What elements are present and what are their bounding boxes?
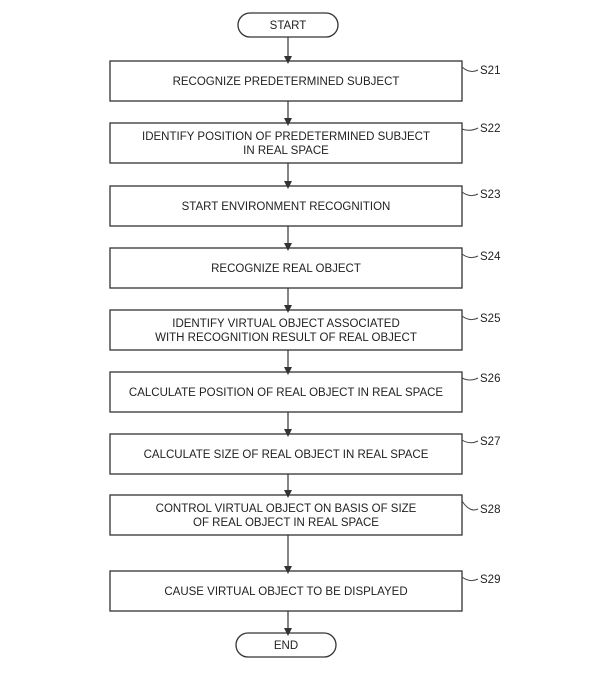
step-leader-line (461, 377, 479, 381)
step-text: RECOGNIZE REAL OBJECT (211, 263, 361, 275)
step-box (109, 494, 463, 536)
step-text: CONTROL VIRTUAL OBJECT ON BASIS OF SIZE (156, 503, 417, 515)
process-step-s22: IDENTIFY POSITION OF PREDETERMINED SUBJE… (109, 122, 500, 164)
step-text: CALCULATE POSITION OF REAL OBJECT IN REA… (129, 387, 444, 399)
end-label: END (274, 640, 298, 652)
start-terminal: START (237, 12, 339, 38)
step-text: WITH RECOGNITION RESULT OF REAL OBJECT (155, 332, 417, 344)
process-steps: RECOGNIZE PREDETERMINED SUBJECT S21IDENTI… (109, 60, 501, 612)
step-box (109, 433, 463, 475)
process-step-s27: CALCULATE SIZE OF REAL OBJECT IN REAL SP… (109, 433, 500, 475)
step-box (109, 309, 463, 351)
step-number: S22 (480, 123, 500, 135)
step-number: S24 (480, 251, 501, 263)
process-step-s29: CAUSE VIRTUAL OBJECT TO BE DISPLAYED S29 (109, 570, 500, 612)
step-box (109, 247, 463, 289)
step-leader-line (461, 253, 479, 259)
step-leader-line (461, 66, 479, 72)
step-number: S27 (480, 436, 500, 448)
step-box (109, 122, 463, 164)
step-leader-line (461, 500, 479, 511)
step-number: S23 (480, 189, 500, 201)
step-text: IDENTIFY VIRTUAL OBJECT ASSOCIATED (172, 318, 400, 330)
process-step-s24: RECOGNIZE REAL OBJECT S24 (109, 247, 501, 289)
step-number: S29 (480, 574, 500, 586)
process-step-s25: IDENTIFY VIRTUAL OBJECT ASSOCIATED WITH R… (109, 309, 500, 351)
step-text: IDENTIFY POSITION OF PREDETERMINED SUBJE… (142, 131, 430, 143)
step-text: RECOGNIZE PREDETERMINED SUBJECT (173, 76, 400, 88)
step-leader-line (461, 127, 479, 131)
step-number: S28 (480, 504, 500, 516)
step-text: OF REAL OBJECT IN REAL SPACE (193, 517, 379, 529)
step-text: CAUSE VIRTUAL OBJECT TO BE DISPLAYED (164, 586, 407, 598)
process-step-s23: START ENVIRONMENT RECOGNITION S23 (109, 185, 500, 227)
step-leader-line (461, 439, 479, 444)
step-box (109, 185, 463, 227)
step-number: S26 (480, 373, 500, 385)
step-number: S21 (480, 65, 500, 77)
step-leader-line (461, 191, 479, 197)
step-box (109, 570, 463, 612)
start-label: START (270, 20, 307, 32)
process-step-s26: CALCULATE POSITION OF REAL OBJECT IN REA… (109, 371, 500, 413)
process-step-s28: CONTROL VIRTUAL OBJECT ON BASIS OF SIZE O… (109, 494, 500, 536)
step-text: IN REAL SPACE (243, 145, 329, 157)
step-leader-line (461, 315, 479, 321)
step-leader-line (461, 576, 479, 582)
step-text: CALCULATE SIZE OF REAL OBJECT IN REAL SP… (144, 449, 429, 461)
step-number: S25 (480, 313, 500, 325)
process-step-s21: RECOGNIZE PREDETERMINED SUBJECT S21 (109, 60, 500, 102)
step-box (109, 60, 463, 102)
step-text: START ENVIRONMENT RECOGNITION (182, 201, 391, 213)
end-terminal: END (235, 632, 337, 658)
